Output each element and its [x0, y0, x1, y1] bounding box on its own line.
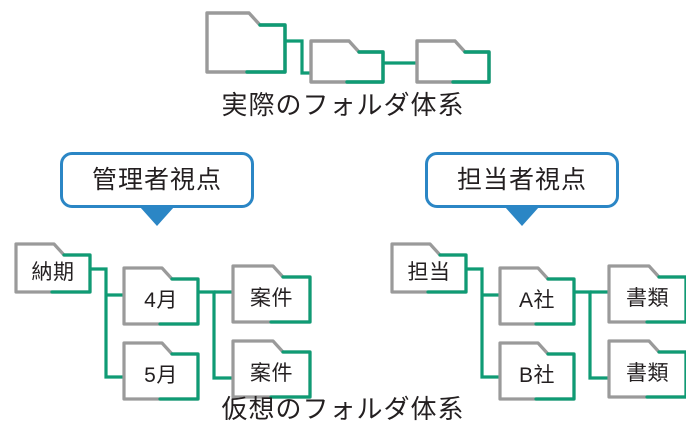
folder-left-case-1: 案件	[229, 261, 314, 325]
folder-actual-2	[307, 36, 387, 84]
folder-icon	[496, 338, 578, 402]
folder-icon	[203, 8, 289, 75]
bubble-tail-admin	[140, 207, 174, 226]
folder-icon	[388, 239, 470, 295]
folder-left-case-2: 案件	[229, 336, 314, 400]
folder-actual-3	[413, 36, 493, 84]
folder-icon	[605, 261, 686, 325]
folder-actual-1	[203, 8, 289, 75]
caption-actual-hierarchy: 実際のフォルダ体系	[221, 90, 465, 120]
bubble-label: 管理者視点	[91, 165, 222, 194]
folder-right-doc-2: 書類	[605, 336, 686, 400]
folder-icon	[120, 338, 202, 402]
folder-left-root: 納期	[12, 239, 94, 295]
bubble-tail-staff	[505, 207, 539, 226]
folder-icon	[413, 36, 493, 84]
folder-icon	[496, 263, 578, 327]
bubble-admin-view: 管理者視点	[60, 152, 254, 208]
folder-icon	[229, 336, 314, 400]
folder-icon	[12, 239, 94, 295]
folder-right-doc-1: 書類	[605, 261, 686, 325]
folder-left-month-2: 5月	[120, 338, 202, 402]
folder-right-company-1: A社	[496, 263, 578, 327]
folder-icon	[605, 336, 686, 400]
folder-icon	[307, 36, 387, 84]
folder-icon	[120, 263, 202, 327]
folder-left-month-1: 4月	[120, 263, 202, 327]
caption-virtual-hierarchy: 仮想のフォルダ体系	[221, 394, 465, 424]
folder-right-root: 担当	[388, 239, 470, 295]
folder-icon	[229, 261, 314, 325]
folder-right-company-2: B社	[496, 338, 578, 402]
bubble-label: 担当者視点	[456, 165, 587, 194]
bubble-staff-view: 担当者視点	[425, 152, 619, 208]
